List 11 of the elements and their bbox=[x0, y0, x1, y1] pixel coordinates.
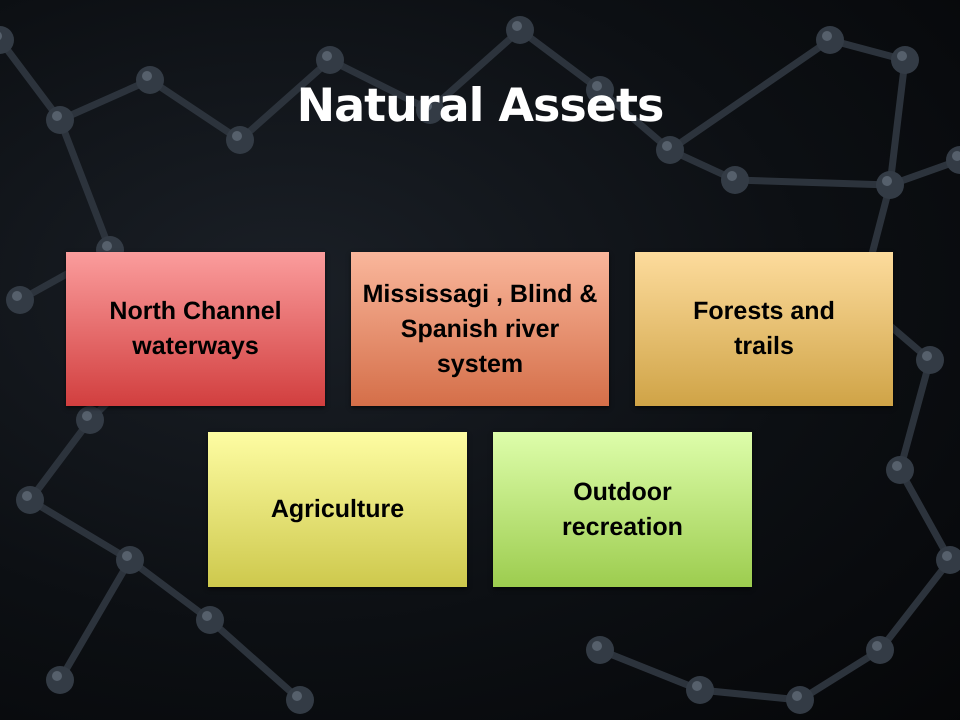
asset-box bbox=[351, 252, 609, 406]
asset-label: Outdoor recreation bbox=[561, 476, 684, 542]
asset-box bbox=[208, 432, 467, 587]
asset-label: North Channel waterways bbox=[108, 296, 283, 362]
asset-box bbox=[635, 252, 893, 406]
asset-box bbox=[493, 432, 752, 587]
asset-label: Agriculture bbox=[270, 494, 404, 525]
asset-label: Mississagi , Blind & Spanish river system bbox=[362, 278, 598, 380]
asset-label: Forests and trails bbox=[692, 296, 836, 362]
asset-box bbox=[66, 252, 325, 406]
slide-title: Natural Assets bbox=[296, 78, 664, 132]
